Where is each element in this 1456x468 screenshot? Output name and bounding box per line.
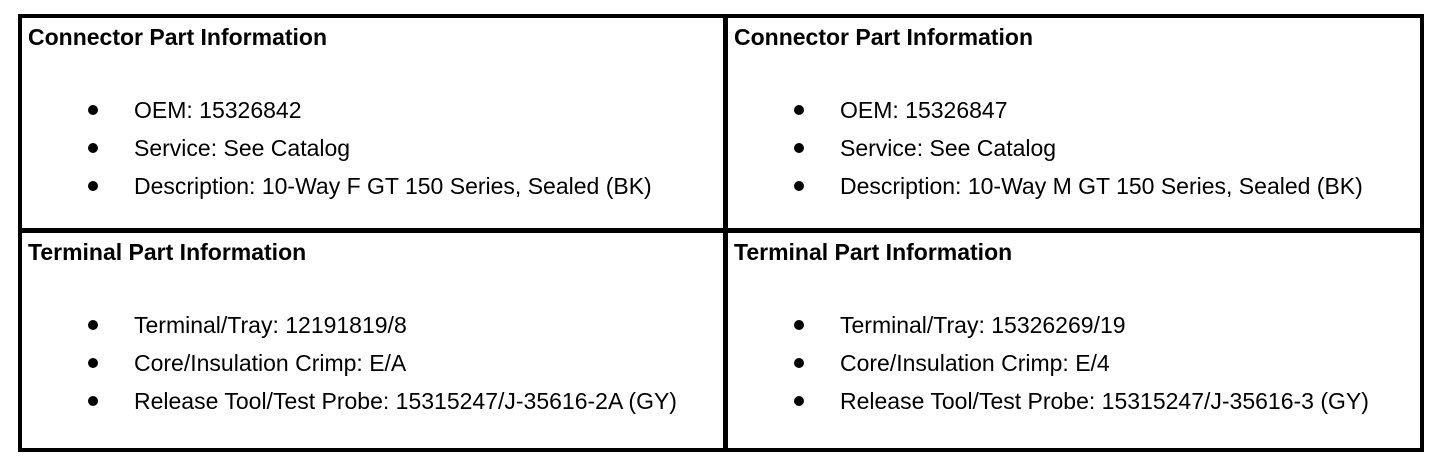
bullet-icon: [88, 143, 98, 153]
bullet-icon: [88, 105, 98, 115]
list-item: Service: See Catalog: [794, 134, 1414, 162]
list-item: Terminal/Tray: 12191819/8: [88, 311, 717, 339]
list-item: Core/Insulation Crimp: E/4: [794, 349, 1414, 377]
list-item: Service: See Catalog: [88, 134, 717, 162]
list-item: OEM: 15326847: [794, 96, 1414, 124]
list-item-text: OEM: 15326847: [840, 97, 1008, 123]
list-item-text: Description: 10-Way F GT 150 Series, Sea…: [134, 173, 652, 199]
list-item: Core/Insulation Crimp: E/A: [88, 349, 717, 377]
part-information-table: Connector Part Information OEM: 15326842…: [18, 14, 1424, 452]
terminal-part-info-cell-right: Terminal Part Information Terminal/Tray:…: [728, 233, 1420, 448]
list-item: Terminal/Tray: 15326269/19: [794, 311, 1414, 339]
cell-title: Terminal Part Information: [734, 239, 1013, 265]
list-item: Description: 10-Way M GT 150 Series, Sea…: [794, 172, 1414, 200]
list-item-text: Description: 10-Way M GT 150 Series, Sea…: [840, 173, 1363, 199]
list-item-text: Terminal/Tray: 12191819/8: [134, 312, 407, 338]
bullet-icon: [794, 358, 804, 368]
list-item-text: OEM: 15326842: [134, 97, 302, 123]
cell-title: Connector Part Information: [28, 24, 328, 50]
list-item-text: Terminal/Tray: 15326269/19: [840, 312, 1126, 338]
list-item-text: Release Tool/Test Probe: 15315247/J-3561…: [134, 388, 677, 414]
list-item: OEM: 15326842: [88, 96, 717, 124]
bullet-icon: [794, 320, 804, 330]
list-item-text: Core/Insulation Crimp: E/A: [134, 350, 407, 376]
bullet-list: Terminal/Tray: 12191819/8 Core/Insulatio…: [28, 311, 717, 415]
bullet-list: OEM: 15326842 Service: See Catalog Descr…: [28, 96, 717, 200]
list-item-text: Release Tool/Test Probe: 15315247/J-3561…: [840, 388, 1369, 414]
connector-part-info-cell-right: Connector Part Information OEM: 15326847…: [728, 18, 1420, 233]
list-item: Release Tool/Test Probe: 15315247/J-3561…: [794, 387, 1414, 415]
terminal-part-info-cell-left: Terminal Part Information Terminal/Tray:…: [22, 233, 728, 448]
list-item-text: Service: See Catalog: [840, 135, 1057, 161]
list-item-text: Core/Insulation Crimp: E/4: [840, 350, 1110, 376]
connector-part-info-cell-left: Connector Part Information OEM: 15326842…: [22, 18, 728, 233]
bullet-icon: [88, 358, 98, 368]
bullet-list: OEM: 15326847 Service: See Catalog Descr…: [734, 96, 1414, 200]
bullet-icon: [88, 396, 98, 406]
bullet-icon: [88, 320, 98, 330]
list-item-text: Service: See Catalog: [134, 135, 351, 161]
bullet-icon: [794, 143, 804, 153]
cell-title: Terminal Part Information: [28, 239, 307, 265]
bullet-icon: [794, 181, 804, 191]
bullet-icon: [794, 396, 804, 406]
bullet-list: Terminal/Tray: 15326269/19 Core/Insulati…: [734, 311, 1414, 415]
list-item: Description: 10-Way F GT 150 Series, Sea…: [88, 172, 717, 200]
cell-title: Connector Part Information: [734, 24, 1034, 50]
list-item: Release Tool/Test Probe: 15315247/J-3561…: [88, 387, 717, 415]
bullet-icon: [88, 181, 98, 191]
bullet-icon: [794, 105, 804, 115]
